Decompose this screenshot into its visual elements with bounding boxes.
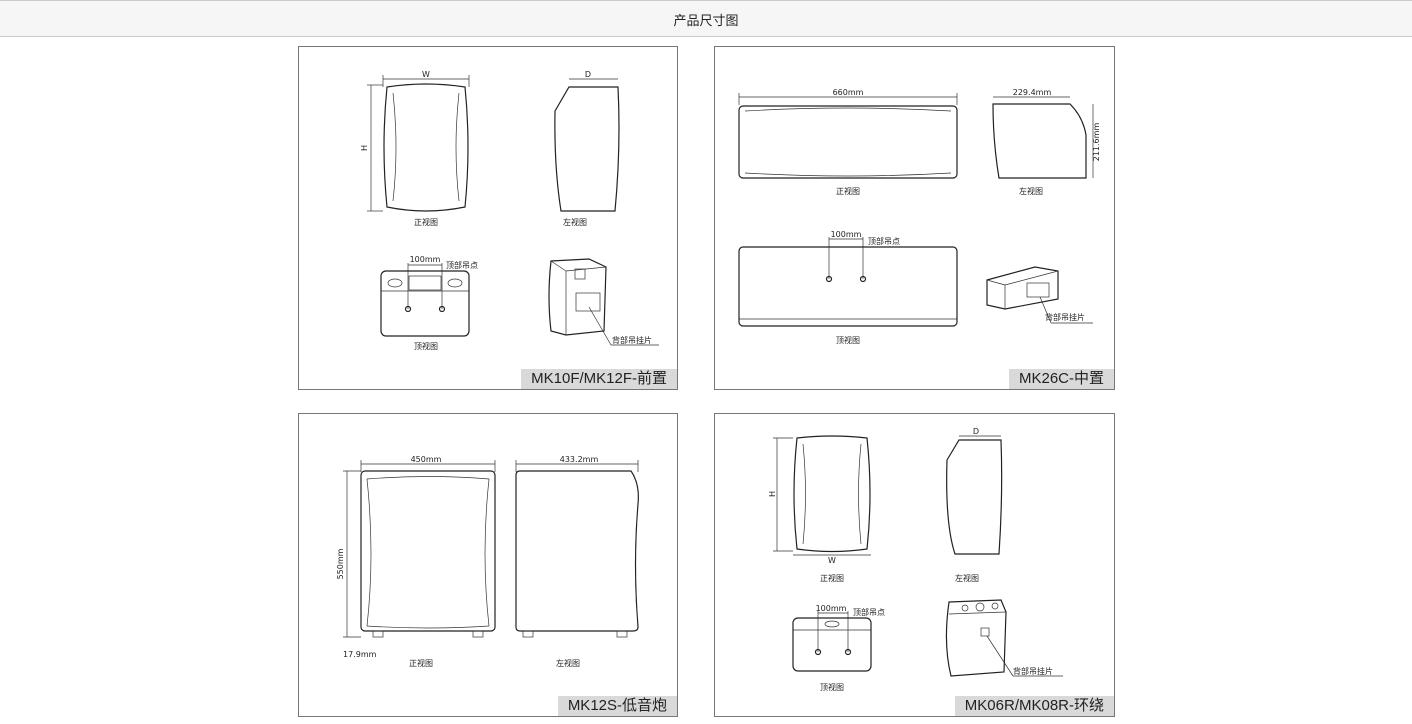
drawing-line [548, 258, 607, 336]
drawing-line [360, 470, 496, 632]
drawing-line [992, 103, 1087, 179]
dimension-label: 左视图 [1019, 186, 1043, 196]
drawing-line [565, 266, 607, 272]
dimension-label: 左视图 [955, 573, 979, 583]
drawing-line [980, 627, 990, 637]
dimension-label: D [585, 70, 591, 79]
drawing-line [408, 275, 442, 291]
drawing-line [616, 630, 628, 638]
drawing-line [948, 611, 1007, 615]
dimension-drawing: H W 正视图 D 左视图 100mm 顶部吊点 顶视图 背部吊挂片 [768, 427, 1063, 692]
drawing-line [814, 648, 822, 656]
drawing-line [1026, 282, 1050, 298]
dimension-label: H [768, 491, 777, 497]
dimension-label: 450mm [411, 455, 442, 464]
dimension-label: 660mm [833, 88, 864, 97]
drawing-line [991, 602, 999, 610]
dimension-label: 100mm [410, 255, 441, 264]
model-label: MK10F/MK12F-前置 [521, 369, 677, 389]
drawing-line [574, 268, 586, 280]
drawing-line [792, 617, 872, 672]
dimension-label: 211.6mm [1092, 123, 1101, 162]
dimension-label: 正视图 [836, 186, 860, 196]
dimension-label: D [973, 427, 979, 436]
dimension-label: 顶视图 [836, 335, 860, 345]
diagram-panel-mk26c: 660mm 正视图 229.4mm 211.6mm 左视图 100mm 顶部吊点… [714, 46, 1115, 390]
dimension-drawing: 450mm 550mm 17.9mm 正视图 433.2mm 左视图 [336, 455, 639, 668]
drawing-line [404, 305, 412, 313]
dimension-label: 顶视图 [414, 341, 438, 351]
drawing-line [372, 630, 384, 638]
drawing-line [447, 278, 463, 288]
drawing-line [522, 630, 534, 638]
dimension-label: 背部吊挂片 [1013, 666, 1053, 676]
drawing-line [550, 260, 567, 272]
drawing-line [738, 105, 958, 179]
drawing-line [1039, 296, 1052, 324]
dimension-label: 左视图 [556, 658, 580, 668]
drawing-line [392, 92, 460, 202]
drawing-line [945, 599, 1007, 677]
dimension-drawing: W H 正视图 D 左视图 100mm 顶部吊点 顶视图 背部吊挂片 [360, 70, 659, 351]
dimension-label: 正视图 [409, 658, 433, 668]
dimension-label: 433.2mm [560, 455, 599, 464]
drawing-line [438, 305, 446, 313]
drawing-line [844, 648, 852, 656]
dimension-label: 顶部吊点 [868, 236, 900, 246]
drawing-line [859, 275, 867, 283]
drawing-line [946, 439, 1003, 555]
dimension-label: 正视图 [820, 573, 844, 583]
dimension-label: 正视图 [414, 217, 438, 227]
diagram-panel-mk10f: W H 正视图 D 左视图 100mm 顶部吊点 顶视图 背部吊挂片 MK10F… [298, 46, 678, 390]
drawing-line [961, 604, 969, 612]
diagram-panel-mk06r: H W 正视图 D 左视图 100mm 顶部吊点 顶视图 背部吊挂片 MK06R… [714, 413, 1115, 717]
drawing-line [825, 275, 833, 283]
drawing-line [986, 279, 1006, 286]
dimension-label: 100mm [831, 230, 862, 239]
drawing-line [793, 435, 871, 553]
drawing-line [986, 635, 1014, 677]
drawing-line [575, 292, 601, 312]
dimension-label: H [360, 145, 369, 151]
drawing-line [515, 470, 639, 632]
drawing-line [588, 306, 612, 346]
drawing-line [380, 270, 470, 337]
drawing-line [366, 476, 490, 629]
drawing-line [802, 443, 862, 545]
section-header: 产品尺寸图 [0, 0, 1412, 37]
drawing-line [824, 620, 840, 628]
dimension-label: 顶部吊点 [853, 607, 885, 617]
drawing-line [975, 602, 985, 612]
drawing-line [387, 278, 403, 288]
dimension-label: 背部吊挂片 [612, 335, 652, 345]
dimension-label: 左视图 [563, 217, 587, 227]
diagram-panel-mk12s: 450mm 550mm 17.9mm 正视图 433.2mm 左视图 MK12S… [298, 413, 678, 717]
dimension-label: 229.4mm [1013, 88, 1052, 97]
dimension-label: 550mm [336, 548, 345, 579]
dimension-label: W [828, 556, 836, 565]
drawing-line [383, 83, 469, 212]
drawing-line [472, 630, 484, 638]
dimension-label: 顶视图 [820, 682, 844, 692]
section-title: 产品尺寸图 [673, 14, 739, 29]
drawing-line [554, 86, 620, 212]
dimension-label: W [422, 70, 430, 79]
dimension-label: 100mm [816, 604, 847, 613]
model-label: MK12S-低音炮 [557, 696, 677, 716]
drawing-line [986, 266, 1059, 310]
drawing-line [738, 246, 958, 327]
dimension-drawing: 660mm 正视图 229.4mm 211.6mm 左视图 100mm 顶部吊点… [738, 88, 1101, 345]
drawing-line [1004, 270, 1059, 286]
drawing-line [744, 107, 952, 177]
model-label: MK06R/MK08R-环绕 [954, 696, 1114, 716]
dimension-label: 背部吊挂片 [1045, 312, 1085, 322]
model-label: MK26C-中置 [1008, 369, 1114, 389]
dimension-label: 17.9mm [343, 650, 377, 659]
dimension-label: 顶部吊点 [446, 260, 478, 270]
